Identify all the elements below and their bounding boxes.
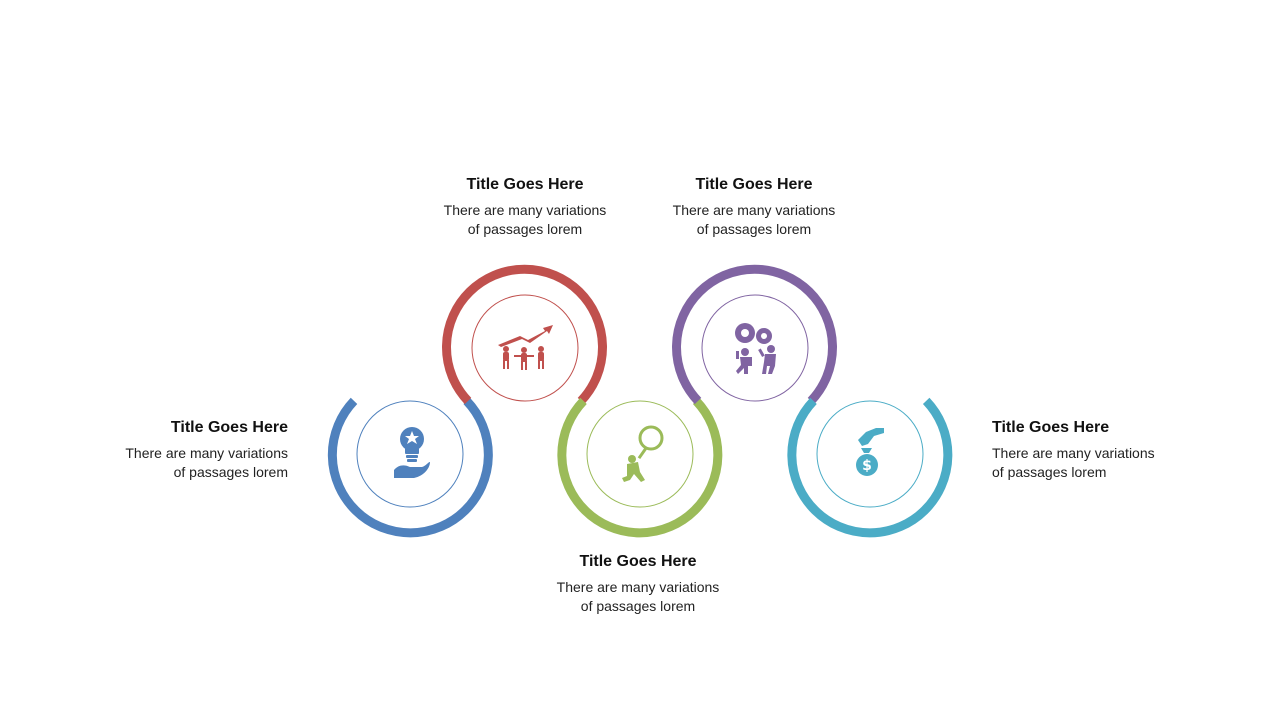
step-description-line: of passages lorem [467, 221, 583, 237]
step-title: Title Goes Here [466, 176, 584, 193]
inner-circle-teal [816, 400, 924, 508]
step-label-1: Title Goes Here There are many variation… [48, 418, 288, 482]
step-description: There are many variations of passages lo… [992, 444, 1232, 482]
ring-arc-teal [787, 397, 953, 538]
step-description: There are many variations of passages lo… [405, 201, 645, 239]
step-label-3: Title Goes Here There are many variation… [518, 552, 758, 616]
step-description: There are many variations of passages lo… [518, 578, 758, 616]
inner-circle-green [586, 400, 694, 508]
inner-circle-blue [356, 400, 464, 508]
step-description: There are many variations of passages lo… [48, 444, 288, 482]
hand-money-bag-icon: $ [856, 428, 884, 476]
step-description: There are many variations of passages lo… [634, 201, 874, 239]
ring-step-1 [327, 397, 493, 538]
lightbulb-hand-icon [394, 427, 430, 478]
ring-step-5: $ [787, 397, 953, 538]
ring-step-2 [442, 264, 607, 405]
team-growth-arrow-icon [498, 325, 553, 370]
step-description-line: of passages lorem [580, 598, 696, 614]
step-description-line: There are many variations [556, 579, 720, 595]
ring-step-3 [557, 397, 723, 538]
person-magnifier-icon [622, 425, 664, 482]
step-label-5: Title Goes Here There are many variation… [992, 418, 1232, 482]
ring-arc-green [557, 397, 723, 538]
step-label-4: Title Goes Here There are many variation… [634, 175, 874, 239]
team-gears-icon [735, 323, 776, 374]
step-title: Title Goes Here [695, 176, 813, 193]
step-description-line: of passages lorem [992, 464, 1107, 480]
step-description-line: There are many variations [443, 202, 607, 218]
step-description-line: There are many variations [125, 445, 288, 461]
ring-arc-purple [672, 264, 837, 405]
ring-arc-red [442, 264, 607, 405]
step-description-line: There are many variations [672, 202, 836, 218]
ring-step-4 [672, 264, 837, 405]
step-label-2: Title Goes Here There are many variation… [405, 175, 645, 239]
step-title: Title Goes Here [992, 419, 1110, 436]
ring-arc-blue [327, 397, 493, 538]
step-title: Title Goes Here [170, 419, 288, 436]
step-description-line: of passages lorem [696, 221, 812, 237]
step-description-line: of passages lorem [173, 464, 288, 480]
step-description-line: There are many variations [992, 445, 1155, 461]
inner-circle-red [471, 294, 579, 402]
step-title: Title Goes Here [579, 553, 697, 570]
inner-circle-purple [701, 294, 809, 402]
svg-text:$: $ [862, 458, 872, 474]
